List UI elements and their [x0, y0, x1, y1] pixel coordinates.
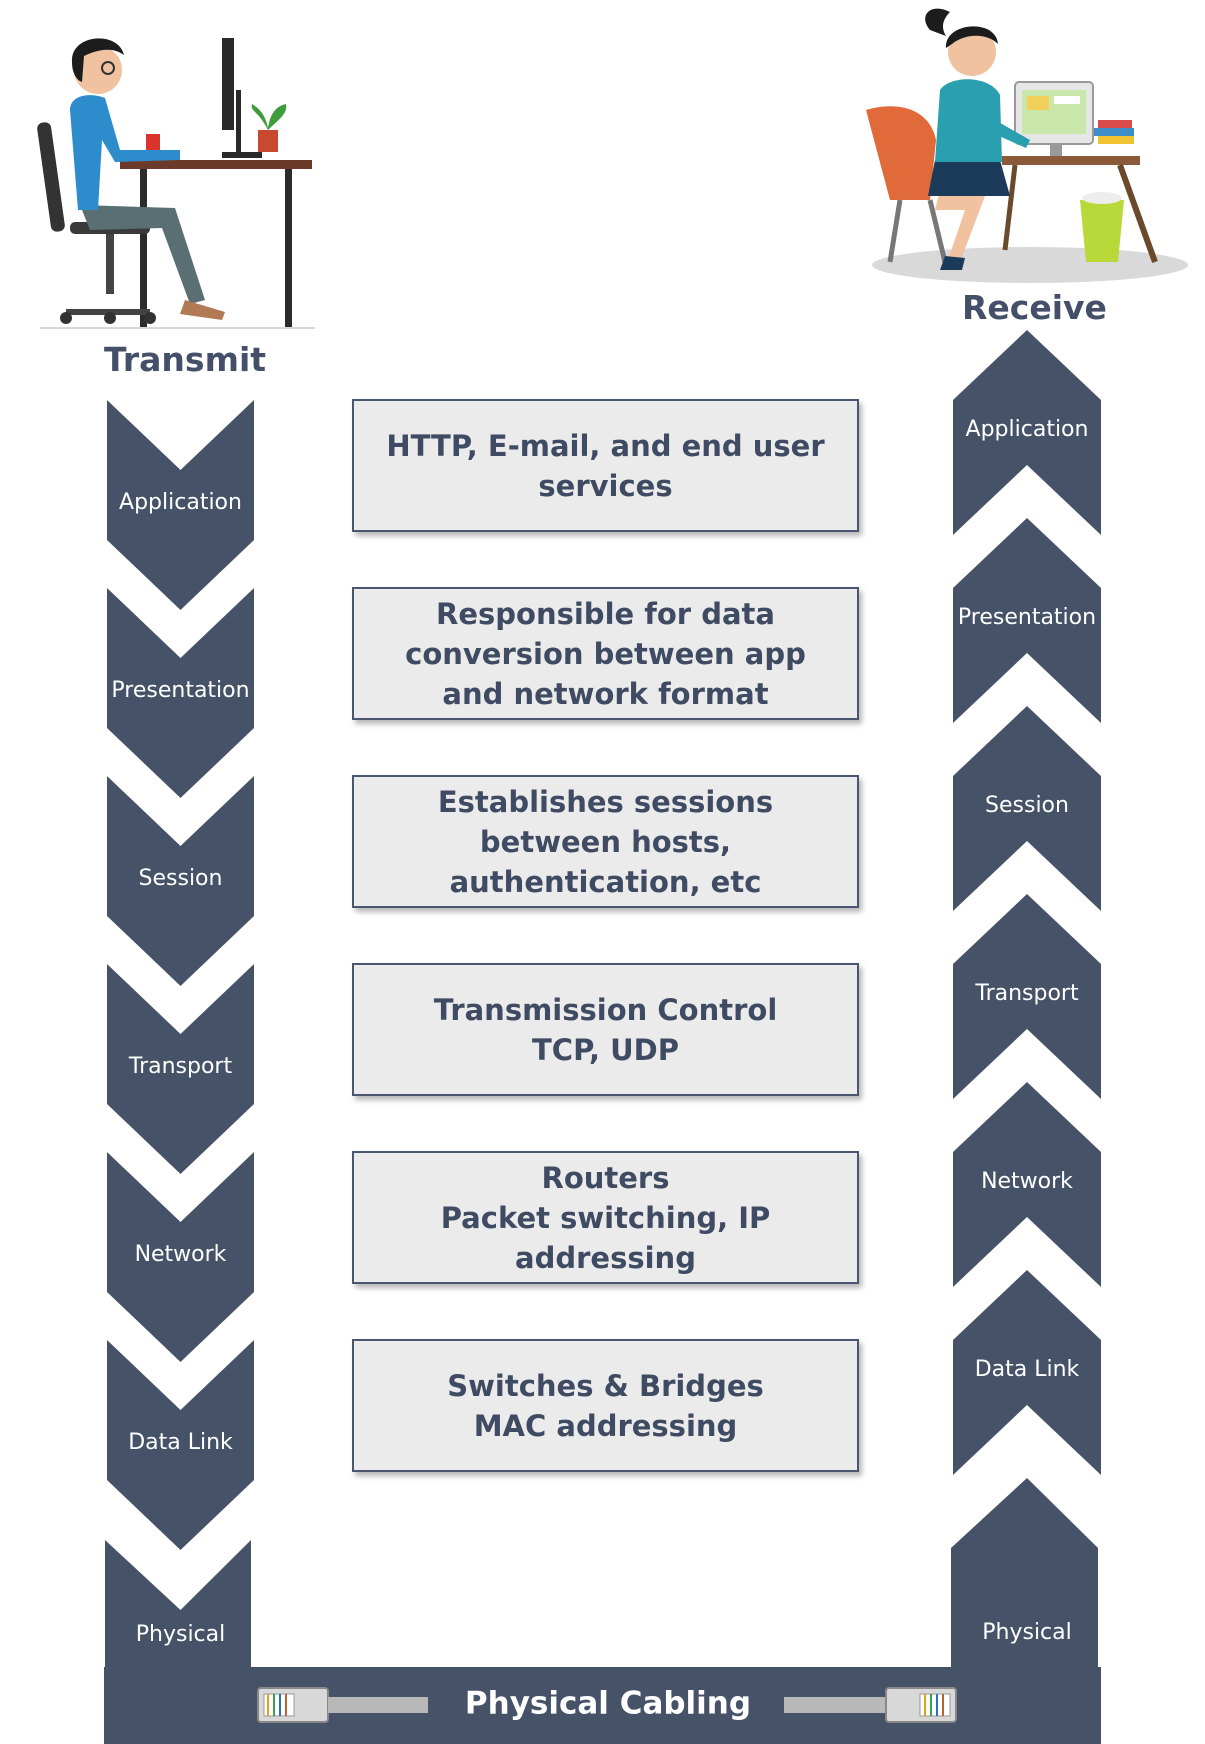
receive-layer-label: Session — [985, 793, 1069, 818]
transmit-layer-label: Data Link — [128, 1430, 233, 1455]
rj45-connector-left-icon — [257, 1687, 428, 1723]
transmit-layer-chevron — [107, 1152, 254, 1362]
receive-layer-chevron — [953, 706, 1101, 911]
layer-description-text: Switches & Bridges MAC addressing — [447, 1368, 764, 1443]
rj45-connector-right-icon — [784, 1687, 957, 1723]
receive-layer-label: Network — [981, 1169, 1073, 1194]
layer-description-text: Establishes sessions between hosts, auth… — [437, 784, 774, 899]
layer-description-text: Responsible for data conversion between … — [405, 596, 806, 711]
physical-cabling-bar: Physical Cabling — [104, 1667, 1101, 1744]
receive-layer-chevron — [953, 330, 1101, 535]
receive-layer-label: Physical — [982, 1620, 1072, 1645]
receive-layer-chevron — [953, 1270, 1101, 1475]
layer-description-box: Responsible for data conversion between … — [352, 587, 859, 720]
transmit-layer-label: Presentation — [111, 678, 249, 703]
transmit-layer-chevron — [107, 964, 254, 1174]
layer-description-text: Transmission Control TCP, UDP — [433, 992, 778, 1067]
transmit-person-illustration — [37, 38, 315, 329]
transmit-layer-label: Application — [119, 490, 242, 515]
layer-description-box: Switches & Bridges MAC addressing — [352, 1339, 859, 1472]
receive-heading: Receive — [962, 288, 1107, 327]
receive-person-illustration — [866, 8, 1188, 283]
transmit-layer-chevron — [107, 1340, 254, 1550]
transmit-heading: Transmit — [104, 340, 267, 379]
transmit-layer-label: Network — [135, 1242, 227, 1267]
receive-layer-chevron — [953, 1082, 1101, 1287]
layer-description-box: Routers Packet switching, IP addressing — [352, 1151, 859, 1284]
transmit-layer-label: Transport — [128, 1054, 233, 1079]
physical-cabling-label: Physical Cabling — [465, 1686, 751, 1722]
layer-description-box: Establishes sessions between hosts, auth… — [352, 775, 859, 908]
transmit-layer-label: Physical — [136, 1622, 226, 1647]
receive-layer-label: Data Link — [975, 1357, 1080, 1382]
transmit-layer-chevron — [107, 776, 254, 986]
receive-layer-chevron — [953, 518, 1101, 723]
receive-layer-label: Presentation — [958, 605, 1096, 630]
receive-layer-stack: ApplicationPresentationSessionTransportN… — [951, 330, 1101, 1744]
transmit-layer-chevron — [107, 400, 254, 610]
transmit-layer-chevron — [107, 588, 254, 798]
layer-description-box: Transmission Control TCP, UDP — [352, 963, 859, 1096]
layer-description-box: HTTP, E-mail, and end user services — [352, 399, 859, 532]
receive-layer-chevron — [953, 894, 1101, 1099]
receive-layer-label: Application — [966, 417, 1089, 442]
layer-description-text: HTTP, E-mail, and end user services — [386, 428, 825, 503]
layer-description-text: Routers Packet switching, IP addressing — [440, 1160, 771, 1275]
transmit-layer-stack: ApplicationPresentationSessionTransportN… — [105, 400, 254, 1744]
transmit-layer-label: Session — [139, 866, 223, 891]
receive-layer-label: Transport — [974, 981, 1079, 1006]
